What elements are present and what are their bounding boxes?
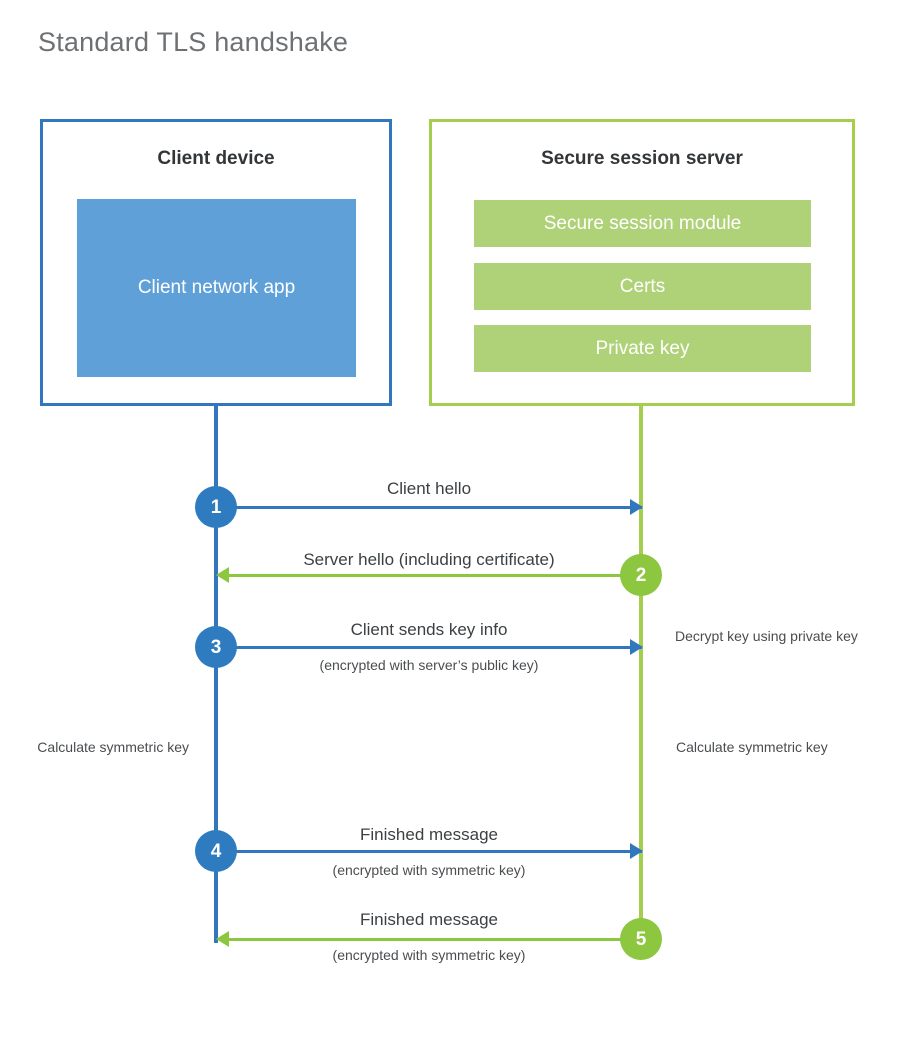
client-device-title: Client device xyxy=(157,148,275,169)
step-circle-4: 4 xyxy=(195,830,237,872)
message-arrow-finished-server xyxy=(222,938,642,941)
message-arrow-client-key-info xyxy=(216,646,642,649)
server-block-private-key: Private key xyxy=(474,325,811,372)
arrow-head-right-icon xyxy=(630,499,643,515)
secure-session-server-box: Secure session server Secure session mod… xyxy=(429,119,855,406)
message-label-client-hello: Client hello xyxy=(386,479,472,498)
step-circle-1: 1 xyxy=(195,486,237,528)
step-circle-5: 5 xyxy=(620,918,662,960)
message-label-finished-server: Finished message xyxy=(360,910,498,929)
message-sublabel-finished-client: (encrypted with symmetric key) xyxy=(332,862,526,878)
note-client-calculate-symmetric-key: Calculate symmetric key xyxy=(37,739,189,755)
message-label-server-hello: Server hello (including certificate) xyxy=(303,550,555,569)
arrow-head-right-icon xyxy=(630,843,643,859)
message-sublabel-finished-server: (encrypted with symmetric key) xyxy=(332,947,526,963)
message-arrow-client-hello xyxy=(216,506,642,509)
page-title: Standard TLS handshake xyxy=(38,27,349,57)
step-circle-3: 3 xyxy=(195,626,237,668)
client-lifeline xyxy=(214,406,218,943)
client-device-box: Client device Client network app xyxy=(40,119,392,406)
server-lifeline xyxy=(639,406,643,939)
message-label-client-key-info: Client sends key info xyxy=(350,620,508,639)
arrow-head-left-icon xyxy=(216,567,229,583)
step-circle-2: 2 xyxy=(620,554,662,596)
note-decrypt-key: Decrypt key using private key xyxy=(675,628,858,644)
message-sublabel-client-key-info: (encrypted with server’s public key) xyxy=(319,657,539,673)
arrow-head-right-icon xyxy=(630,639,643,655)
server-block-certs: Certs xyxy=(474,263,811,310)
secure-session-server-title: Secure session server xyxy=(541,148,743,169)
message-arrow-server-hello xyxy=(222,574,642,577)
server-block-secure-session-module: Secure session module xyxy=(474,200,811,247)
arrow-head-left-icon xyxy=(216,931,229,947)
note-server-calculate-symmetric-key: Calculate symmetric key xyxy=(676,739,828,755)
client-network-app-block: Client network app xyxy=(77,199,356,377)
message-label-finished-client: Finished message xyxy=(360,825,498,844)
message-arrow-finished-client xyxy=(216,850,642,853)
